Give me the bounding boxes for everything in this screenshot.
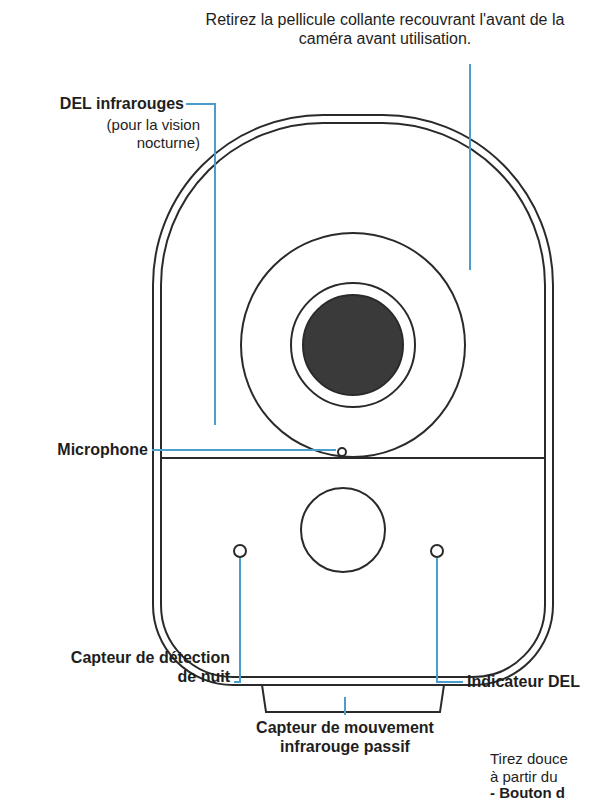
sensors (234, 448, 443, 572)
part-label: Microphone (20, 440, 148, 459)
leader-lines (152, 64, 470, 715)
note-text: Retirez la pellicule collante recouvrant… (185, 10, 585, 48)
part-label: DEL infrarouges (30, 94, 184, 113)
note-text: Tirez douce (490, 750, 605, 768)
part-note: (pour la vision nocturne) (60, 116, 200, 152)
camera-lens (241, 233, 465, 457)
part-label: Capteur de mouvement infrarouge passif (250, 718, 440, 756)
part-label: Capteur de détection de nuit (70, 648, 230, 686)
note-text: - Bouton d (490, 784, 605, 802)
part-label: Indicateur DEL (467, 672, 607, 691)
note-text: à partir du (490, 768, 605, 786)
camera-body (153, 115, 553, 712)
